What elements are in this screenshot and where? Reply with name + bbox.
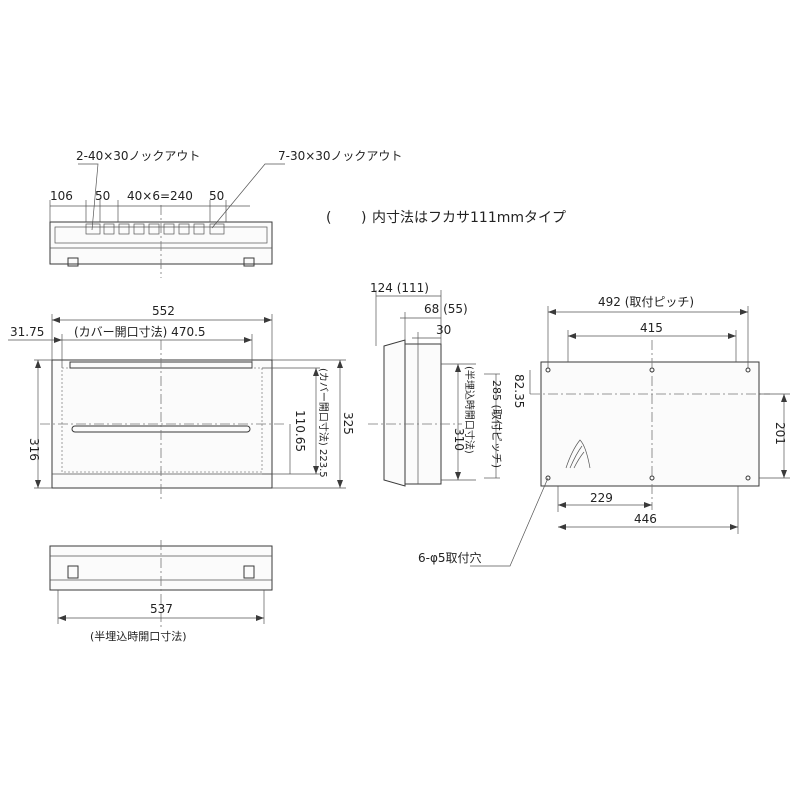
back-view-body [540, 361, 760, 487]
top-view: 2-40×30ノックアウト 7-30×30ノックアウト 106 50 40×6=… [49, 149, 402, 278]
knockout-label-right: 7-30×30ノックアウト [278, 149, 402, 163]
knockout-leader-right [211, 163, 285, 229]
mount-hole [745, 475, 751, 481]
dim-415: 415 [640, 321, 663, 335]
top-view-foot-right [243, 257, 255, 267]
bottom-view: 537 (半埋込時開口寸法) [49, 540, 273, 643]
dim-446: 446 [634, 512, 657, 526]
dim-310: 310 [452, 428, 466, 451]
dim-50a: 50 [95, 189, 110, 203]
dim-285: 285 (取付ピッチ) [490, 380, 503, 468]
dim-552: 552 [152, 304, 175, 318]
dim-31-75: 31.75 [10, 325, 44, 339]
dim-310-label: (半埋込時開口寸法) [463, 366, 476, 454]
note-paren-open: ( [326, 210, 331, 226]
side-view-cover [383, 339, 406, 487]
dim-cover-opening-v: (カバー開口寸法) 223.5 [317, 368, 330, 478]
bottom-view-foot-left [67, 565, 79, 579]
bottom-view-foot-right [243, 565, 255, 579]
knockout-row [85, 223, 225, 235]
knockout-leader-left [78, 163, 99, 231]
dim-316: 316 [27, 438, 41, 461]
dim-cover-opening: (カバー開口寸法) 470.5 [74, 325, 206, 339]
dim-50b: 50 [209, 189, 224, 203]
front-view: 552 31.75 (カバー開口寸法) 470.5 316 110.65 (カバ… [8, 304, 355, 500]
hole-leader [470, 477, 549, 567]
mount-hole [545, 475, 551, 481]
back-view-knockout [565, 439, 591, 469]
dim-537: 537 [150, 602, 173, 616]
dim-124: 124 (111) [370, 281, 429, 295]
note-text: 内寸法はフカサ111mmタイプ [372, 210, 566, 226]
side-view-body [404, 343, 442, 485]
dim-110-65: 110.65 [293, 410, 307, 452]
back-view: 492 (取付ピッチ) 415 82.35 201 229 446 6-φ5取付… [418, 295, 790, 567]
dim-106: 106 [50, 189, 73, 203]
top-view-foot-left [67, 257, 79, 267]
dim-pitch: 40×6=240 [127, 189, 193, 203]
dim-201: 201 [773, 422, 787, 445]
note-dimension-type: ( ) 内寸法はフカサ111mmタイプ [326, 210, 566, 226]
dim-68: 68 (55) [424, 302, 468, 316]
dim-30: 30 [436, 323, 451, 337]
dim-82-35: 82.35 [512, 374, 526, 408]
knockout-label-left: 2-40×30ノックアウト [76, 149, 200, 163]
dim-229: 229 [590, 491, 613, 505]
dim-492: 492 (取付ピッチ) [598, 295, 694, 309]
dim-325: 325 [341, 412, 355, 435]
side-view: 124 (111) 68 (55) 30 310 (半埋込時開口寸法) 285 … [368, 281, 503, 487]
dim-537-label: (半埋込時開口寸法) [90, 629, 187, 643]
hole-label: 6-φ5取付穴 [418, 550, 482, 565]
note-paren-close: ) [361, 210, 366, 226]
